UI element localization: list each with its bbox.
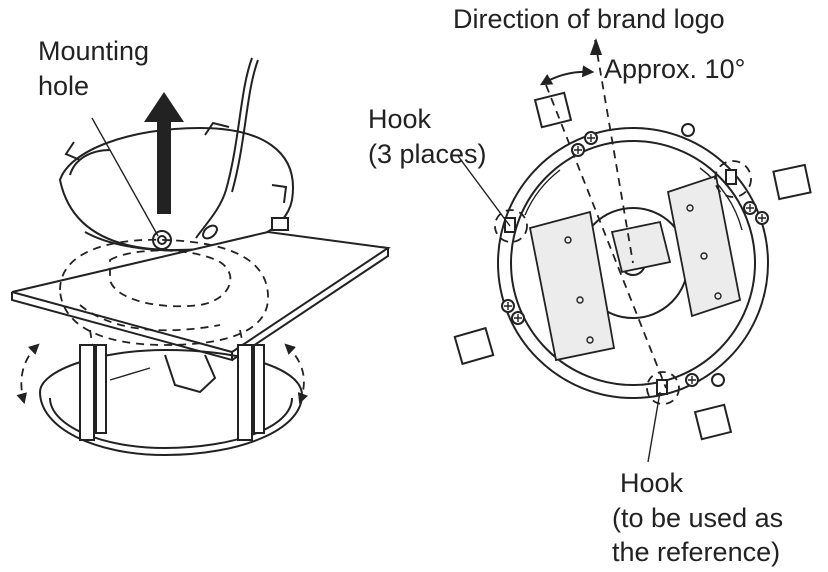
approx-angle-label: Approx. 10°: [604, 54, 745, 84]
hook-ref-label-line3: the reference): [612, 537, 780, 567]
mounting-hole-label-line2: hole: [38, 71, 89, 101]
hook-3-leader: [457, 155, 511, 227]
bracket-plate-right: [666, 174, 742, 318]
mounting-hole-leader: [91, 117, 159, 237]
right-illustration: Direction of brand logo Approx. 10° Hook…: [368, 4, 812, 567]
hook-3-label-line2: (3 places): [368, 139, 487, 169]
cable: [195, 57, 253, 239]
hook-ref-leader: [647, 391, 661, 463]
mounting-hole-label-line1: Mounting: [38, 36, 149, 66]
screw-icon: [501, 123, 769, 387]
hook-3-label-line1: Hook: [368, 104, 432, 134]
center-plate: [610, 220, 672, 274]
direction-brand-logo-label: Direction of brand logo: [453, 4, 725, 34]
camera-housing: [38, 344, 304, 457]
base-tabs: [453, 91, 812, 441]
hook-ref-label-line2: (to be used as: [612, 503, 783, 533]
hook-ref-label-line1: Hook: [620, 468, 684, 498]
ceiling-board: [11, 230, 391, 362]
top-bracket-ring: [58, 121, 295, 252]
left-illustration: Mounting hole: [11, 36, 391, 457]
rotate-arrow-icon: [16, 343, 309, 405]
reference-axis-line: [545, 84, 667, 389]
direction-axis-line: [594, 39, 634, 264]
bracket-plate-left: [528, 210, 616, 362]
angle-arc: [539, 65, 595, 86]
up-arrow-icon: [144, 92, 184, 214]
